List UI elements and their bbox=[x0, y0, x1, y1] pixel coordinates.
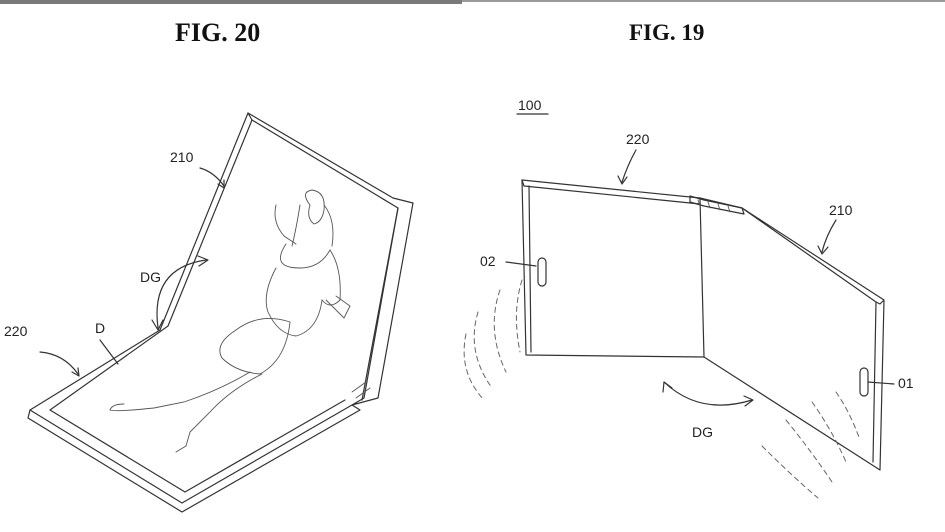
woman-illustration bbox=[109, 189, 351, 453]
fig20-label-d: D bbox=[95, 320, 105, 336]
fig19-leader-01 bbox=[867, 381, 895, 385]
figure-19-title: FIG. 19 bbox=[629, 20, 705, 45]
fig19-angle-arrow bbox=[663, 381, 753, 406]
fig20-label-dg: DG bbox=[140, 269, 161, 285]
figure-20-device bbox=[27, 112, 414, 513]
fig19-leader-220-head bbox=[617, 175, 628, 185]
fig20-leader-210 bbox=[199, 167, 225, 187]
fig19-leader-210 bbox=[821, 219, 837, 253]
top-border-right bbox=[462, 0, 945, 2]
fig19-angle-arrowhead-left bbox=[662, 381, 673, 393]
figure-19-device bbox=[521, 179, 885, 471]
fig19-signal-waves-left bbox=[463, 279, 523, 401]
fig20-leader-d bbox=[99, 339, 119, 365]
fig19-leader-220 bbox=[621, 149, 637, 183]
fig19-leader-02 bbox=[505, 261, 537, 267]
fig20-angle-arrowhead-top bbox=[197, 255, 209, 267]
fig20-label-210: 210 bbox=[170, 149, 194, 165]
fig19-label-02: 02 bbox=[480, 253, 496, 269]
fig20-leader-220-head bbox=[71, 367, 80, 377]
fig19-label-dg: DG bbox=[692, 424, 713, 440]
fig19-label-100: 100 bbox=[518, 97, 542, 113]
fig19-signal-waves-right bbox=[761, 391, 861, 499]
fig19-label-01: 01 bbox=[898, 375, 914, 391]
fig19-label-220: 220 bbox=[626, 131, 650, 147]
fig20-leader-220 bbox=[39, 351, 79, 375]
fig19-label-210: 210 bbox=[829, 202, 853, 218]
fig20-label-220: 220 bbox=[4, 323, 28, 339]
fig19-angle-arrowhead-right bbox=[743, 395, 754, 407]
fig19-leader-210-head bbox=[817, 245, 829, 255]
fig20-angle-arrowhead-bottom bbox=[151, 319, 164, 331]
figure-20-title: FIG. 20 bbox=[175, 18, 261, 47]
fig20-leader-210-head bbox=[217, 179, 225, 189]
top-border-left bbox=[0, 0, 462, 4]
fig20-angle-arrow bbox=[156, 259, 207, 329]
